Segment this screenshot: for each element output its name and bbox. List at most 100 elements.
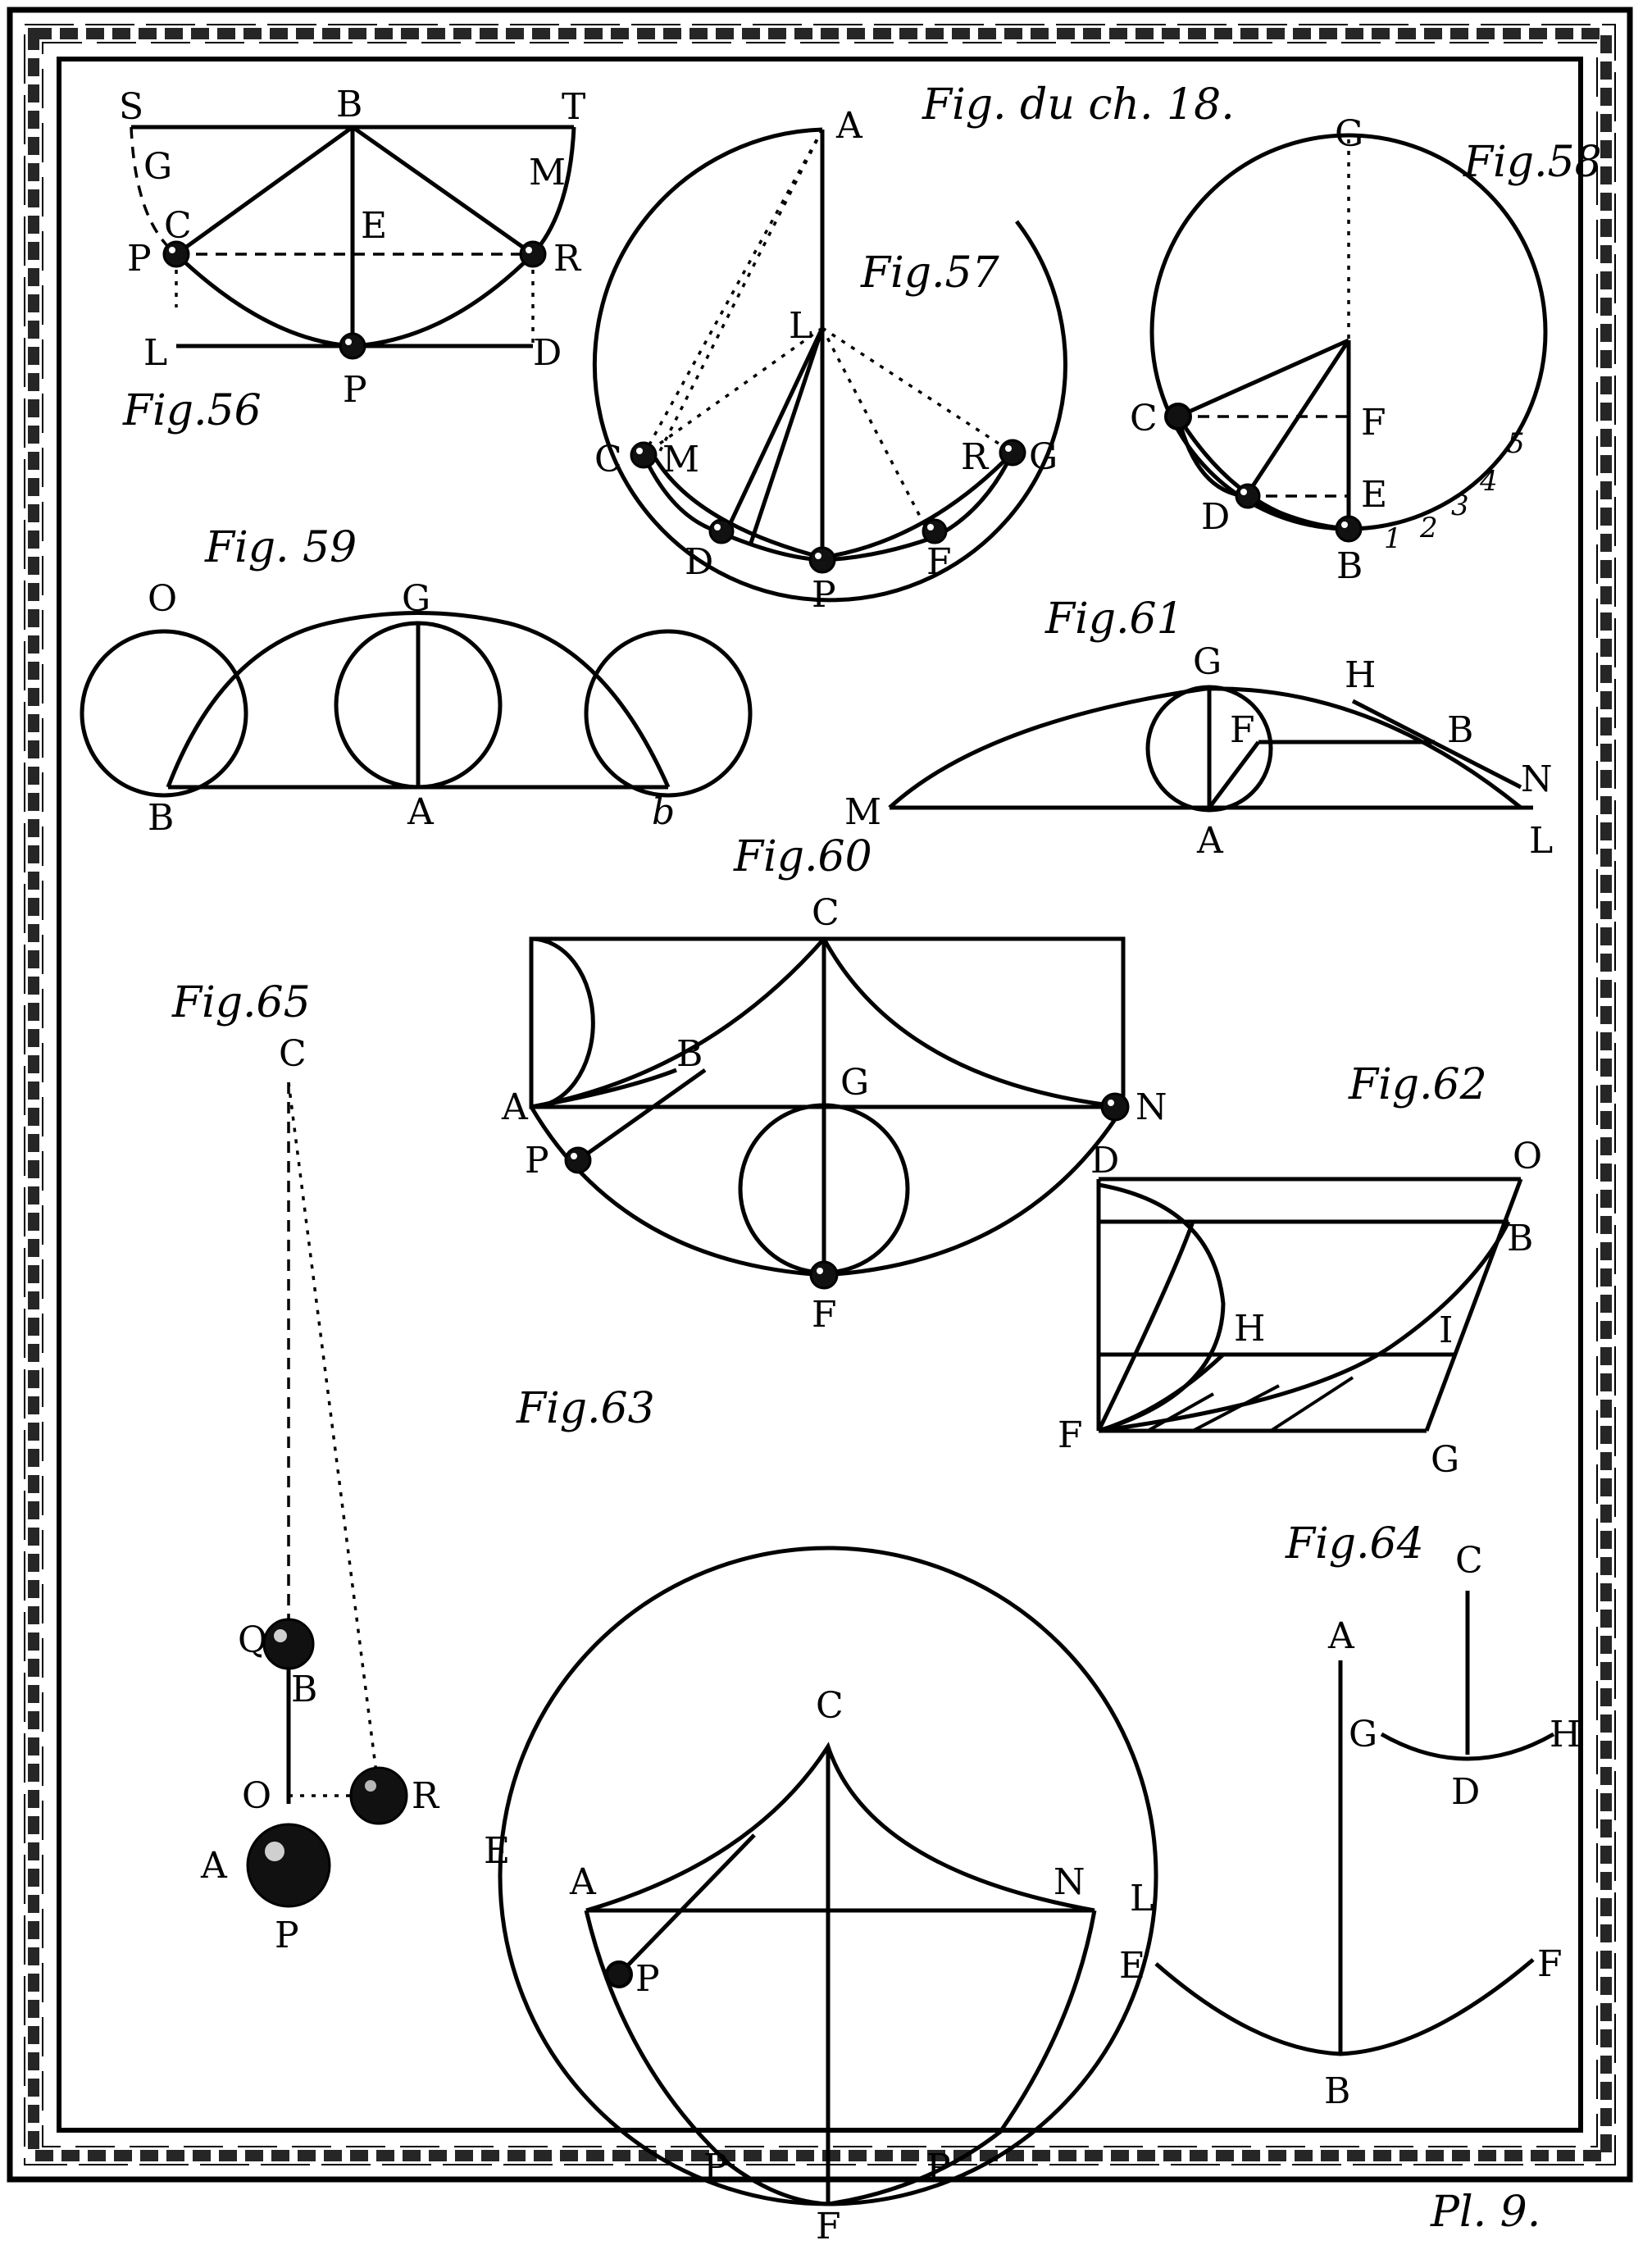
figure-56-title: Fig.56 [122, 386, 262, 435]
fig60-point-label: P [525, 1140, 549, 1182]
fig56-point-label: D [533, 332, 562, 374]
fig65-point-label: P [275, 1915, 299, 1956]
fig56-point-label: M [529, 152, 566, 194]
fig61-point-label: H [1345, 654, 1376, 696]
figure-64-title: Fig.64 [1285, 1519, 1424, 1569]
fig56-point-label: T [562, 86, 585, 128]
fig64-point-label: E [1119, 1945, 1145, 1987]
fig58-point-label: B [1336, 545, 1363, 587]
fig60-point-label: G [840, 1062, 869, 1104]
fig62-point-label: G [1431, 1439, 1459, 1481]
fig57-point-label: P [812, 574, 836, 616]
fig62-point-label: I [1439, 1309, 1453, 1351]
fig58-point-label: 5 [1507, 427, 1525, 460]
figure-59-title: Fig. 59 [204, 523, 357, 572]
fig60-point-label: N [1135, 1086, 1167, 1128]
figure-63-title: Fig.63 [516, 1384, 655, 1433]
fig65-point-label: R [412, 1775, 440, 1817]
fig57-point-label: R [961, 436, 990, 478]
fig56-point-label: L [143, 332, 167, 374]
fig62-point-label: D [1090, 1140, 1119, 1182]
figure-60-title: Fig.60 [733, 832, 872, 881]
fig64-point-label: A [1327, 1615, 1355, 1657]
fig60-point-label: C [812, 892, 840, 934]
fig65-point-label: A [200, 1845, 228, 1887]
figure-62: D O B H I F G Fig.62 [1058, 1060, 1542, 1481]
fig64-point-label: C [1455, 1540, 1483, 1582]
fig63-point-label: E [484, 1830, 510, 1872]
fig58-point-label: D [1201, 496, 1230, 538]
fig64-point-label: H [1550, 1714, 1581, 1755]
fig63-point-label: P [926, 2147, 951, 2188]
fig59-point-label: b [652, 791, 675, 833]
plate-header: Fig. du ch. 18. [922, 80, 1235, 130]
fig62-point-label: H [1234, 1308, 1265, 1350]
fig61-point-label: F [1230, 709, 1255, 751]
figure-63: C E A N L P P F P Fig.63 [484, 1384, 1158, 2245]
fig56-point-label: E [361, 205, 387, 247]
fig64-point-label: F [1537, 1943, 1563, 1985]
fig56-point-label: P [127, 238, 152, 280]
decorative-border [7, 7, 1633, 2183]
fig63-point-label: P [635, 1958, 660, 2000]
fig56-point-label: R [553, 238, 582, 280]
fig60-point-label: A [501, 1086, 529, 1128]
fig62-point-label: F [1058, 1414, 1083, 1456]
fig56-point-label: C [164, 205, 192, 247]
fig60-point-label: F [812, 1294, 837, 1336]
fig61-point-label: M [844, 791, 881, 833]
fig58-point-label: E [1361, 474, 1387, 516]
figure-57-title: Fig.57 [860, 248, 1000, 298]
fig63-point-label: C [816, 1685, 844, 1727]
fig65-point-label: Q [238, 1619, 267, 1661]
plate-footer: Pl. 9. [1430, 2188, 1541, 2237]
fig56-point-label: P [343, 369, 367, 411]
fig59-point-label: A [407, 791, 435, 833]
figure-65: C Q B O R A P Fig.65 [171, 978, 440, 1956]
fig57-point-label: M [662, 439, 699, 480]
fig63-point-label: A [569, 1861, 597, 1903]
fig63-point-label: F [816, 2206, 841, 2245]
figure-58-title: Fig.58 [1463, 138, 1602, 187]
figure-64: C A G H D E F B Fig.64 [1119, 1519, 1581, 2112]
figure-57: A L C M R G D P F Fig.57 [592, 105, 1067, 616]
fig57-point-label: D [685, 541, 713, 583]
figure-60: C B A G N P F Fig.60 [501, 832, 1167, 1336]
fig61-point-label: L [1529, 820, 1553, 862]
figure-65-title: Fig.65 [171, 978, 311, 1027]
fig57-point-label: A [835, 105, 863, 147]
fig63-point-label: N [1054, 1861, 1085, 1903]
fig57-point-label: C [594, 439, 622, 480]
fig57-point-label: L [789, 305, 812, 347]
fig56-point-label: S [119, 86, 143, 128]
fig57-point-label: G [1029, 436, 1058, 478]
fig63-point-label: L [1130, 1878, 1154, 1919]
fig58-point-label: G [1335, 113, 1363, 155]
fig65-point-label: O [242, 1775, 271, 1817]
fig64-point-label: D [1451, 1771, 1480, 1813]
figure-58: G C F D E B 1 2 3 4 5 Fig.58 [1130, 113, 1602, 587]
fig58-point-label: 4 [1479, 465, 1498, 498]
fig59-point-label: B [148, 797, 174, 839]
fig64-point-label: G [1349, 1714, 1377, 1755]
fig62-point-label: O [1513, 1136, 1542, 1177]
fig58-point-label: C [1130, 398, 1158, 439]
figure-56: S B T G M C E P R L P D Fig.56 [119, 84, 585, 435]
fig59-point-label: G [402, 578, 430, 620]
fig58-point-label: 1 [1384, 522, 1402, 555]
figure-59: O G B A b Fig. 59 [80, 523, 753, 839]
fig61-point-label: G [1193, 641, 1222, 683]
fig62-point-label: B [1507, 1218, 1533, 1259]
fig56-point-label: B [336, 84, 362, 125]
figure-61-title: Fig.61 [1044, 594, 1184, 644]
fig58-point-label: 2 [1419, 512, 1438, 544]
fig60-point-label: B [676, 1033, 703, 1075]
figure-62-title: Fig.62 [1348, 1060, 1487, 1109]
fig59-point-label: O [148, 578, 177, 620]
fig58-point-label: 3 [1451, 490, 1469, 522]
fig58-point-label: F [1361, 402, 1386, 444]
fig64-point-label: B [1324, 2070, 1350, 2112]
fig56-point-label: G [143, 146, 172, 188]
figure-61: G H F B N M A L Fig.61 [844, 594, 1553, 862]
